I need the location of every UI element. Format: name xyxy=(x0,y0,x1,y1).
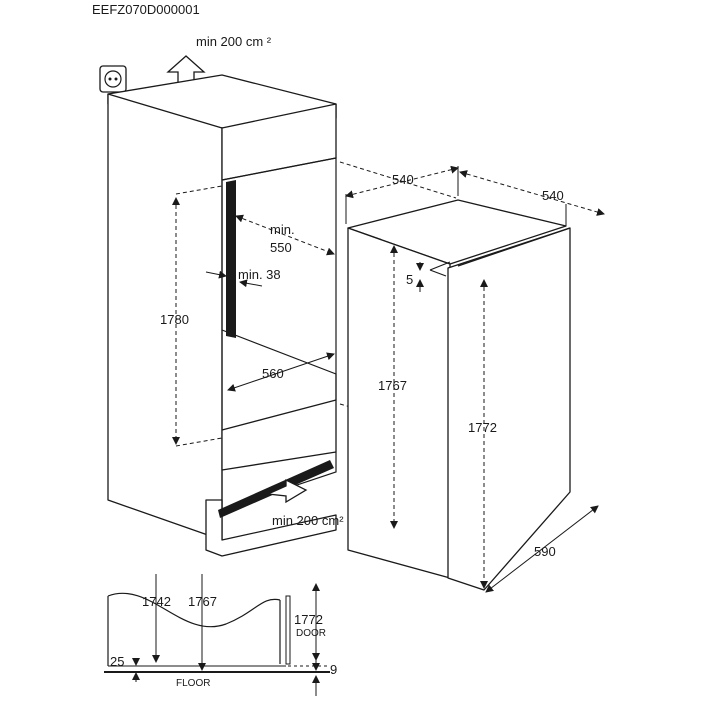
appliance-width-label: 540 xyxy=(392,172,414,187)
detail-floor-label: FLOOR xyxy=(176,678,210,689)
detail-gap-label: 9 xyxy=(330,662,337,677)
detail-h2-label: 1767 xyxy=(188,594,217,609)
niche-rear-shadow xyxy=(218,180,334,518)
door-height-label: 1772 xyxy=(468,420,497,435)
dim-appliance-depth xyxy=(459,170,605,226)
dim-appliance-width xyxy=(345,165,459,224)
dim-niche-depth xyxy=(235,214,335,256)
body-height-label: 1767 xyxy=(378,378,407,393)
detail-dimensions xyxy=(132,574,330,696)
appliance-depth-label: 540 xyxy=(542,188,564,203)
detail-profile xyxy=(107,592,281,667)
dim-niche-height xyxy=(172,185,223,447)
door-depth-label: 590 xyxy=(534,544,556,559)
cabinet xyxy=(107,74,337,557)
vent-bottom-label: min 200 cm² xyxy=(272,513,344,528)
appliance-door-gap xyxy=(429,261,451,277)
vent-top-label: min 200 cm ² xyxy=(196,34,272,49)
rear-gap-label: min. 38 xyxy=(238,267,281,282)
detail-door-edge xyxy=(272,595,291,667)
niche-depth-min-value: 550 xyxy=(270,240,292,255)
niche-width-label: 560 xyxy=(262,366,284,381)
appliance-body xyxy=(347,199,571,591)
dim-door-depth xyxy=(485,505,599,593)
niche-depth-min-label: min. xyxy=(270,222,295,237)
product-code: EEFZ070D000001 xyxy=(92,2,200,17)
power-socket-icon xyxy=(99,65,127,93)
detail-door-label: DOOR xyxy=(296,628,326,639)
dim-rear-gap xyxy=(205,270,263,288)
top-gap-label: 5 xyxy=(406,272,413,287)
detail-plinth-label: 25 xyxy=(110,654,124,669)
niche-height-label: 1780 xyxy=(160,312,189,327)
detail-h3-label: 1772 xyxy=(294,612,323,627)
detail-h1-label: 1742 xyxy=(142,594,171,609)
vent-in-arrow-icon xyxy=(265,478,308,504)
dim-niche-width xyxy=(227,352,335,392)
